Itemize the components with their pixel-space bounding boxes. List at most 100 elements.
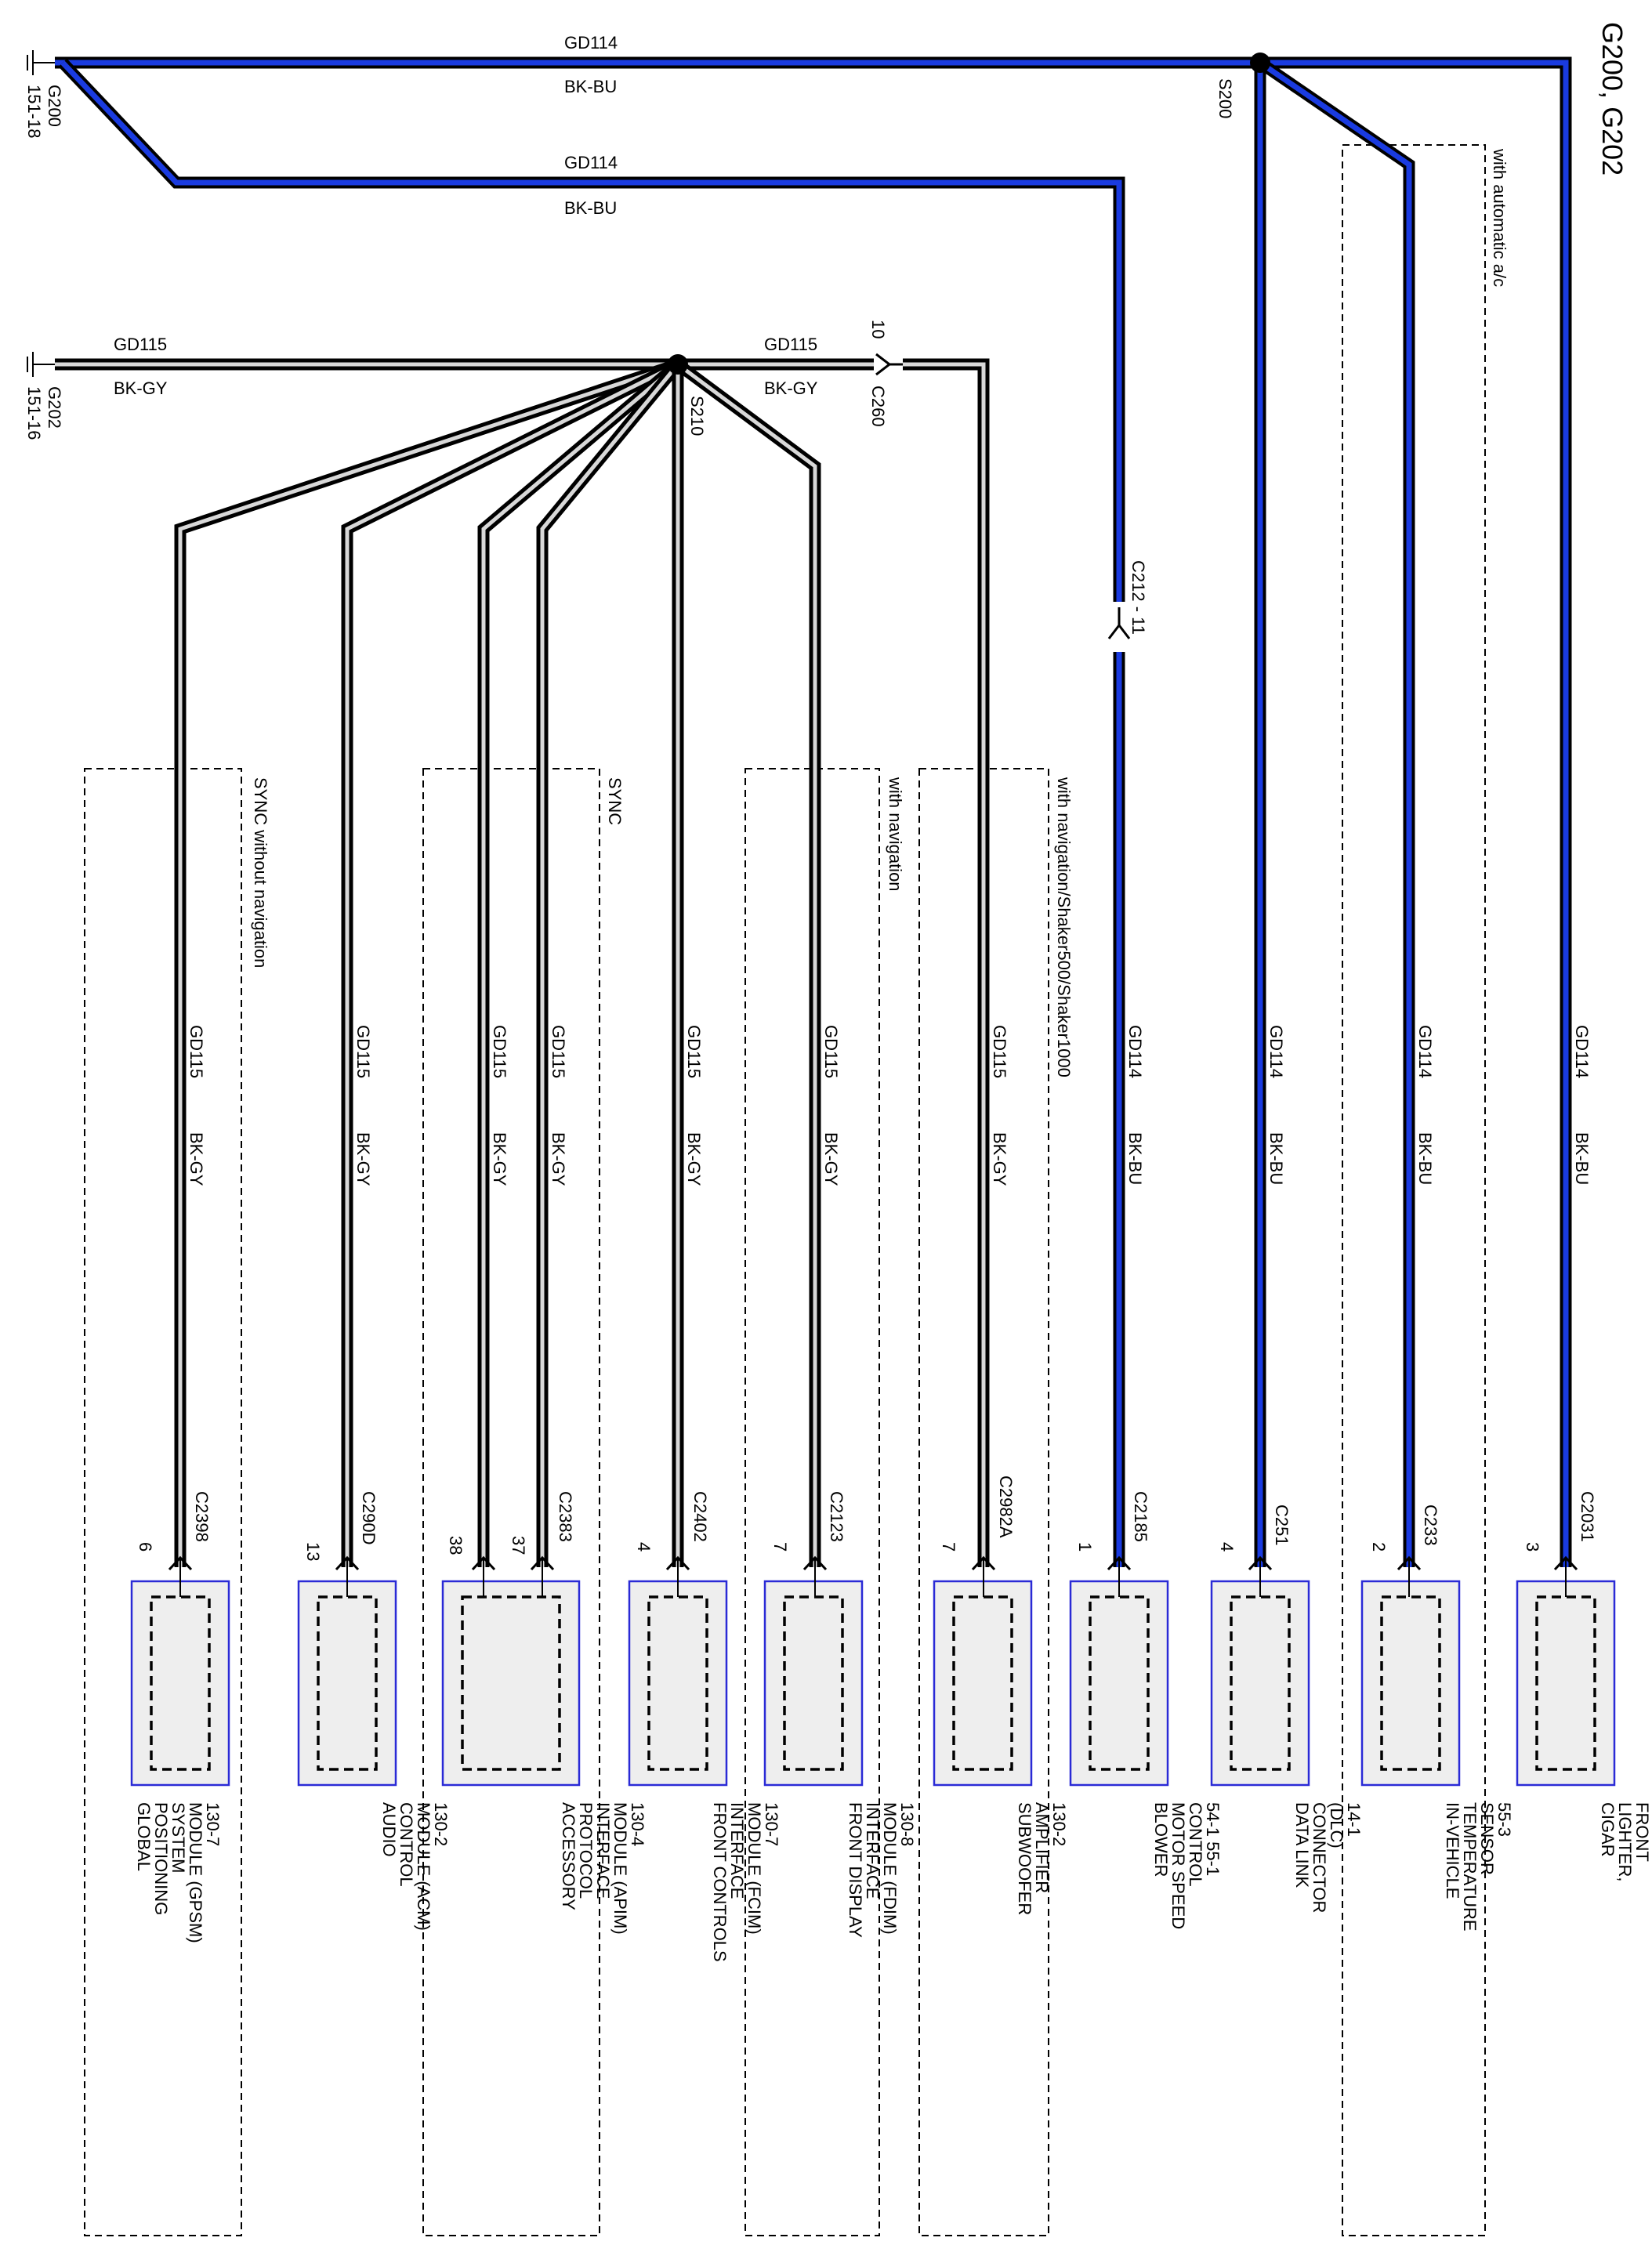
component-name: GLOBAL POSITIONING SYSTEM MODULE (GPSM) …: [134, 1802, 223, 1948]
pin-number: 1: [1075, 1542, 1095, 1552]
wire-gd115-gpsm: [174, 358, 680, 1567]
splice-dot-s210: [668, 354, 688, 375]
group-label-sync-without-navigation: SYNC without navigation: [251, 777, 270, 968]
ground-label-g200: G200: [45, 85, 64, 127]
splice-dot-s200: [1250, 53, 1270, 73]
wire-gd114-c233: [1256, 57, 1415, 1567]
ground-ref-g200: 151-18: [24, 85, 44, 139]
pin-number-b: 37: [509, 1536, 528, 1555]
connector-id: C233: [1421, 1504, 1440, 1546]
component-name: FRONT CONTROLS INTERFACE MODULE (FCIM) 1…: [710, 1802, 781, 1967]
pin-number: 7: [770, 1542, 790, 1552]
connector-label-c212: C212 - 11: [1129, 560, 1148, 635]
component-inner: [783, 1595, 844, 1771]
component-name: CIGAR LIGHTER, FRONT 44-2: [1598, 1802, 1652, 1887]
connector-id: C2383: [556, 1491, 575, 1542]
group-label-sync: SYNC: [605, 777, 625, 825]
group-box-with-navigation: [744, 768, 880, 2236]
ground-label-g202: G202: [45, 386, 64, 429]
wire-gd114-c2185: [58, 58, 1125, 1567]
component-inner: [1535, 1595, 1596, 1771]
wire-label-second-circuit: GD114: [564, 153, 618, 172]
component-apim: GD115 BK-GY GD115 BK-GY C2383 38 37 ACCE…: [441, 1025, 647, 1935]
wire-gd115-acm: [341, 359, 681, 1567]
component-cigar-lighter: GD114 BK-BU C2031 3 CIGAR LIGHTER, FRONT…: [1516, 1025, 1652, 1887]
component-acm: GD115 BK-GY C290D 13 AUDIO CONTROL MODUL…: [297, 1025, 451, 1935]
splice-label-s200: S200: [1215, 78, 1235, 118]
vertical-circuit-label: GD114: [1125, 1025, 1145, 1078]
vertical-circuit-label: GD115: [187, 1025, 206, 1078]
vertical-circuit-label: GD115: [684, 1025, 704, 1078]
vertical-color-label: BK-BU: [1415, 1132, 1435, 1185]
vertical-circuit-label-b: GD115: [549, 1025, 568, 1078]
vertical-color-label: BK-GY: [353, 1132, 373, 1186]
splice-label-s210: S210: [687, 396, 707, 436]
component-dlc: GD114 BK-BU C251 4 DATA LINK CONNECTOR (…: [1210, 1025, 1364, 1918]
pin-number: 4: [634, 1542, 654, 1552]
wire-gd115-apim-37: [536, 360, 683, 1567]
group-box-sync: [422, 768, 600, 2236]
component-inner: [647, 1595, 708, 1771]
vertical-circuit-label: GD115: [353, 1025, 373, 1078]
vertical-color-label: BK-GY: [990, 1132, 1009, 1186]
vertical-color-label: BK-GY: [684, 1132, 704, 1186]
vertical-color-label: BK-GY: [821, 1132, 841, 1186]
component-fdim: GD115 BK-GY C2123 7 FRONT DISPLAY INTERF…: [763, 1025, 917, 1943]
pin-number: 2: [1369, 1542, 1389, 1552]
vertical-circuit-label: GD114: [1572, 1025, 1592, 1078]
vertical-circuit-label: GD114: [1266, 1025, 1286, 1078]
component-fcim: GD115 BK-GY C2402 4 FRONT CONTROLS INTER…: [628, 1025, 781, 1967]
wire-gd115-apim-38: [477, 360, 682, 1567]
page-title: G200, G202: [1596, 22, 1628, 176]
connector-pin-c260: 10: [868, 320, 888, 339]
connector-id: C2398: [192, 1491, 212, 1542]
connector-icon-c212: [1107, 607, 1131, 639]
vertical-circuit-label: GD114: [1415, 1025, 1435, 1078]
wire-label-g202-color: BK-GY: [114, 378, 168, 398]
component-temperature-sensor: GD114 BK-BU C233 2 IN-VEHICLE TEMPERATUR…: [1360, 1025, 1514, 1936]
component-inner: [952, 1595, 1013, 1771]
component-inner: [1089, 1595, 1150, 1771]
connector-id: C2031: [1578, 1491, 1597, 1542]
pin-number: 38: [446, 1536, 466, 1555]
component-gpsm: GD115 BK-GY C2398 6 GLOBAL POSITIONING S…: [130, 1025, 230, 1948]
component-inner: [150, 1595, 211, 1771]
connector-id: C251: [1272, 1504, 1292, 1546]
wire-label-top-circuit: GD114: [564, 33, 618, 53]
group-box-with-automatic-ac: [1342, 144, 1486, 2236]
component-name: AUDIO CONTROL MODULE (ACM) 130-2: [379, 1802, 451, 1935]
wire-label-top-color: BK-BU: [564, 77, 617, 96]
connector-id: C2982A: [996, 1475, 1016, 1538]
vertical-color-label: BK-BU: [1266, 1132, 1286, 1185]
ground-icon-g200: [27, 50, 55, 75]
wire-gd114-top: [55, 56, 1572, 1567]
component-name: BLOWER MOTOR SPEED CONTROL 54-1 55-1: [1151, 1802, 1223, 1934]
wire-label-g202-circuit: GD115: [114, 335, 167, 354]
wire-label-c260-color: BK-GY: [764, 378, 818, 398]
connector-id: C2185: [1131, 1491, 1150, 1542]
vertical-color-label: BK-BU: [1125, 1132, 1145, 1185]
connector-id: C2123: [827, 1491, 846, 1542]
connector-id: C290D: [359, 1491, 379, 1544]
group-label-with-navigation-shaker: with navigation/Shaker500/Shaker1000: [1054, 777, 1074, 1077]
component-name: FRONT DISPLAY INTERFACE MODULE (FDIM) 13…: [846, 1802, 917, 1943]
vertical-circuit-label: GD115: [990, 1025, 1009, 1078]
component-subwoofer: GD115 BK-GY C2982A 7 SUBWOOFER AMPLIFIER…: [933, 1025, 1069, 1915]
connector-id: C2402: [690, 1491, 710, 1542]
wire-gd115-fdim: [674, 359, 821, 1567]
component-name: DATA LINK CONNECTOR (DLC) 14-1: [1292, 1802, 1364, 1918]
ground-icon-g202: [27, 352, 55, 377]
wire-gd115-main: [55, 358, 990, 1567]
component-name: IN-VEHICLE TEMPERATURE SENSOR 55-3: [1443, 1802, 1514, 1936]
pin-number: 13: [303, 1542, 323, 1561]
group-box-sync-without-navigation: [84, 768, 242, 2236]
vertical-color-label: BK-GY: [187, 1132, 206, 1186]
pin-number: 4: [1217, 1542, 1237, 1552]
wire-label-c260-circuit: GD115: [764, 335, 817, 354]
group-label-with-navigation: with navigation: [886, 777, 905, 892]
component-inner: [1230, 1595, 1291, 1771]
pin-number: 3: [1523, 1542, 1542, 1552]
component-inner: [317, 1595, 378, 1771]
connector-icon-c260: [875, 353, 903, 376]
